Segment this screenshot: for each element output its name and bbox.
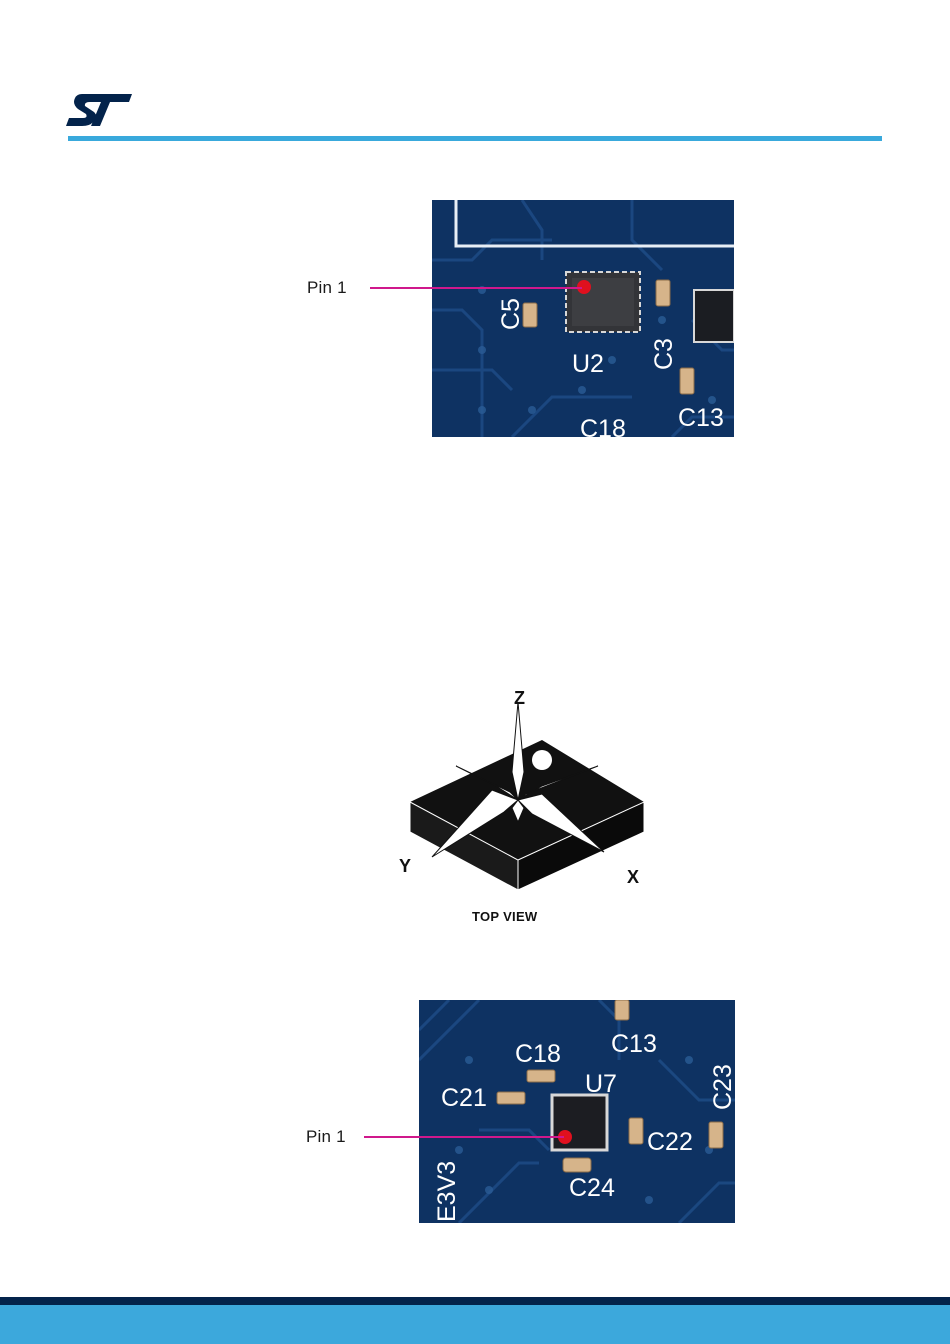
silk-c24: C24 [569, 1174, 615, 1202]
pin1-callout-label-top: Pin 1 [307, 278, 347, 298]
silk-e3v3: E3V3 [433, 1161, 461, 1222]
pin1-callout-line-top [370, 287, 582, 289]
silk-c18: C18 [580, 415, 626, 437]
pcb-photo-u7: C13 C18 U7 C21 C22 C23 C24 E3V3 [419, 1000, 735, 1223]
silk-c3: C3 [650, 338, 678, 370]
pcb-photo-u2: C5 U2 C3 C13 C18 [432, 200, 734, 437]
axis-label-x: X [627, 867, 639, 888]
st-logo-icon [66, 92, 134, 128]
footer-band-light [0, 1305, 950, 1344]
silk-c21: C21 [441, 1084, 487, 1112]
silk-c23: C23 [709, 1064, 735, 1110]
silk-c18-bottom: C18 [515, 1040, 561, 1068]
axis-label-y: Y [399, 856, 411, 877]
axis-orientation-diagram [392, 682, 662, 932]
axis-label-z: Z [514, 688, 525, 709]
silk-u2: U2 [572, 350, 604, 378]
silk-c5: C5 [497, 298, 525, 330]
silk-c13-bottom: C13 [611, 1030, 657, 1058]
footer-band-dark [0, 1297, 950, 1305]
silk-u7: U7 [585, 1070, 617, 1098]
top-view-caption: TOP VIEW [472, 909, 538, 924]
header-rule [68, 136, 882, 141]
pin1-callout-line-bottom [364, 1136, 564, 1138]
silk-c13: C13 [678, 404, 724, 432]
pin1-callout-label-bottom: Pin 1 [306, 1127, 346, 1147]
silk-c22: C22 [647, 1128, 693, 1156]
